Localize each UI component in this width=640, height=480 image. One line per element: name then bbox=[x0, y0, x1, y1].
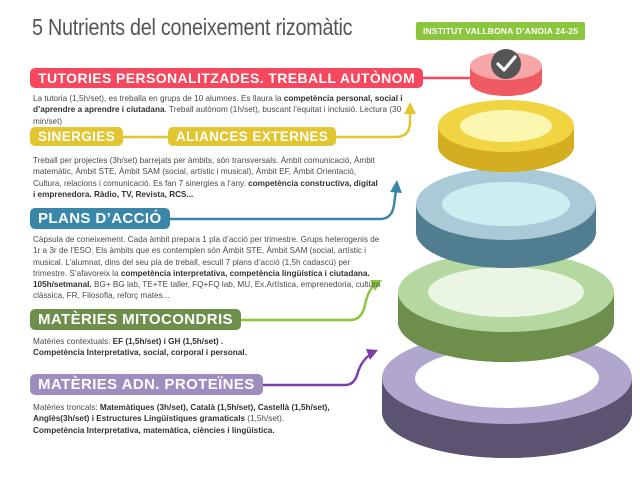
sinergies-text-bold: competència constructiva, digital i empr… bbox=[33, 178, 378, 199]
mitocondris-text-1: Matèries contextuals: bbox=[33, 337, 113, 346]
proteines-connector bbox=[248, 353, 371, 387]
mitocondris-arrowhead bbox=[370, 280, 382, 291]
sinergies-label: SINERGIES bbox=[30, 127, 124, 146]
page-title: 5 Nutrients del coneixement rizomàtic bbox=[32, 14, 353, 40]
ring-blue bbox=[416, 168, 596, 268]
tutories-text-bold: competència personal, social i d’aprendr… bbox=[33, 94, 403, 115]
sinergies-text-1: Treball per projectes (3h/set) barrejats… bbox=[33, 156, 375, 188]
aliances-arrowhead bbox=[404, 102, 416, 114]
school-badge: INSTITUT VALLBONA D’ANOIA 24-25 bbox=[416, 22, 586, 40]
proteines-arrowhead bbox=[366, 349, 378, 360]
plans-connector bbox=[156, 189, 398, 221]
mitocondris-text-bold-2: Competència Interpretativa, social, corp… bbox=[33, 348, 247, 358]
proteines-text-2: (1,5h/set). bbox=[245, 414, 285, 424]
mitocondris-text: Matèries contextuals: EF (1,5h/set) i GH… bbox=[33, 336, 363, 359]
plans-text-bold: competència interpretativa, competència … bbox=[33, 268, 370, 290]
ring-red bbox=[470, 52, 542, 96]
plans-text-1: Càpsula de coneixement. Cada àmbit prepa… bbox=[33, 235, 380, 278]
aliances-connector bbox=[318, 112, 412, 139]
plans-text-2: BG+ BG lab, TE+TE taller, FQ+FQ lab, MU,… bbox=[33, 280, 381, 301]
mitocondris-text-bold-1: EF (1,5h/set) i GH (1,5h/set) . bbox=[112, 337, 224, 346]
plans-text: Càpsula de coneixement. Cada àmbit prepa… bbox=[33, 234, 385, 302]
proteines-text-1: Matèries troncals: bbox=[33, 403, 100, 412]
tutories-text-2: . Treball autònom (1h/set), buscant l’eq… bbox=[33, 105, 402, 126]
aliances-label: ALIANCES EXTERNES bbox=[168, 127, 337, 146]
tutories-label: TUTORIES PERSONALITZADES. TREBALL AUTÒNO… bbox=[30, 68, 424, 88]
ring-green bbox=[398, 252, 614, 362]
proteines-label: MATÈRIES ADN. PROTEÏNES bbox=[30, 374, 263, 395]
plans-arrowhead bbox=[390, 180, 402, 193]
plans-label: PLANS D’ACCIÓ bbox=[30, 208, 170, 229]
mitocondris-connector bbox=[235, 283, 376, 322]
tutories-text-1: La tutoria (1,5h/set), es treballa en gr… bbox=[33, 94, 284, 103]
proteines-text: Matèries troncals: Matemàtiques (3h/set)… bbox=[33, 402, 363, 436]
mitocondris-label: MATÈRIES MITOCONDRIS bbox=[30, 309, 241, 330]
sinergies-text: Treball per projectes (3h/set) barrejats… bbox=[33, 155, 378, 200]
check-icon bbox=[491, 49, 521, 79]
proteines-text-bold-2: Competència Interpretativa, matemàtica, … bbox=[33, 425, 275, 435]
ring-purple bbox=[382, 332, 632, 458]
proteines-text-bold-1: Matemàtiques (3h/set), Català (1,5h/set)… bbox=[33, 403, 330, 424]
ring-yellow bbox=[438, 100, 574, 172]
tutories-text: La tutoria (1,5h/set), es treballa en gr… bbox=[33, 93, 403, 127]
